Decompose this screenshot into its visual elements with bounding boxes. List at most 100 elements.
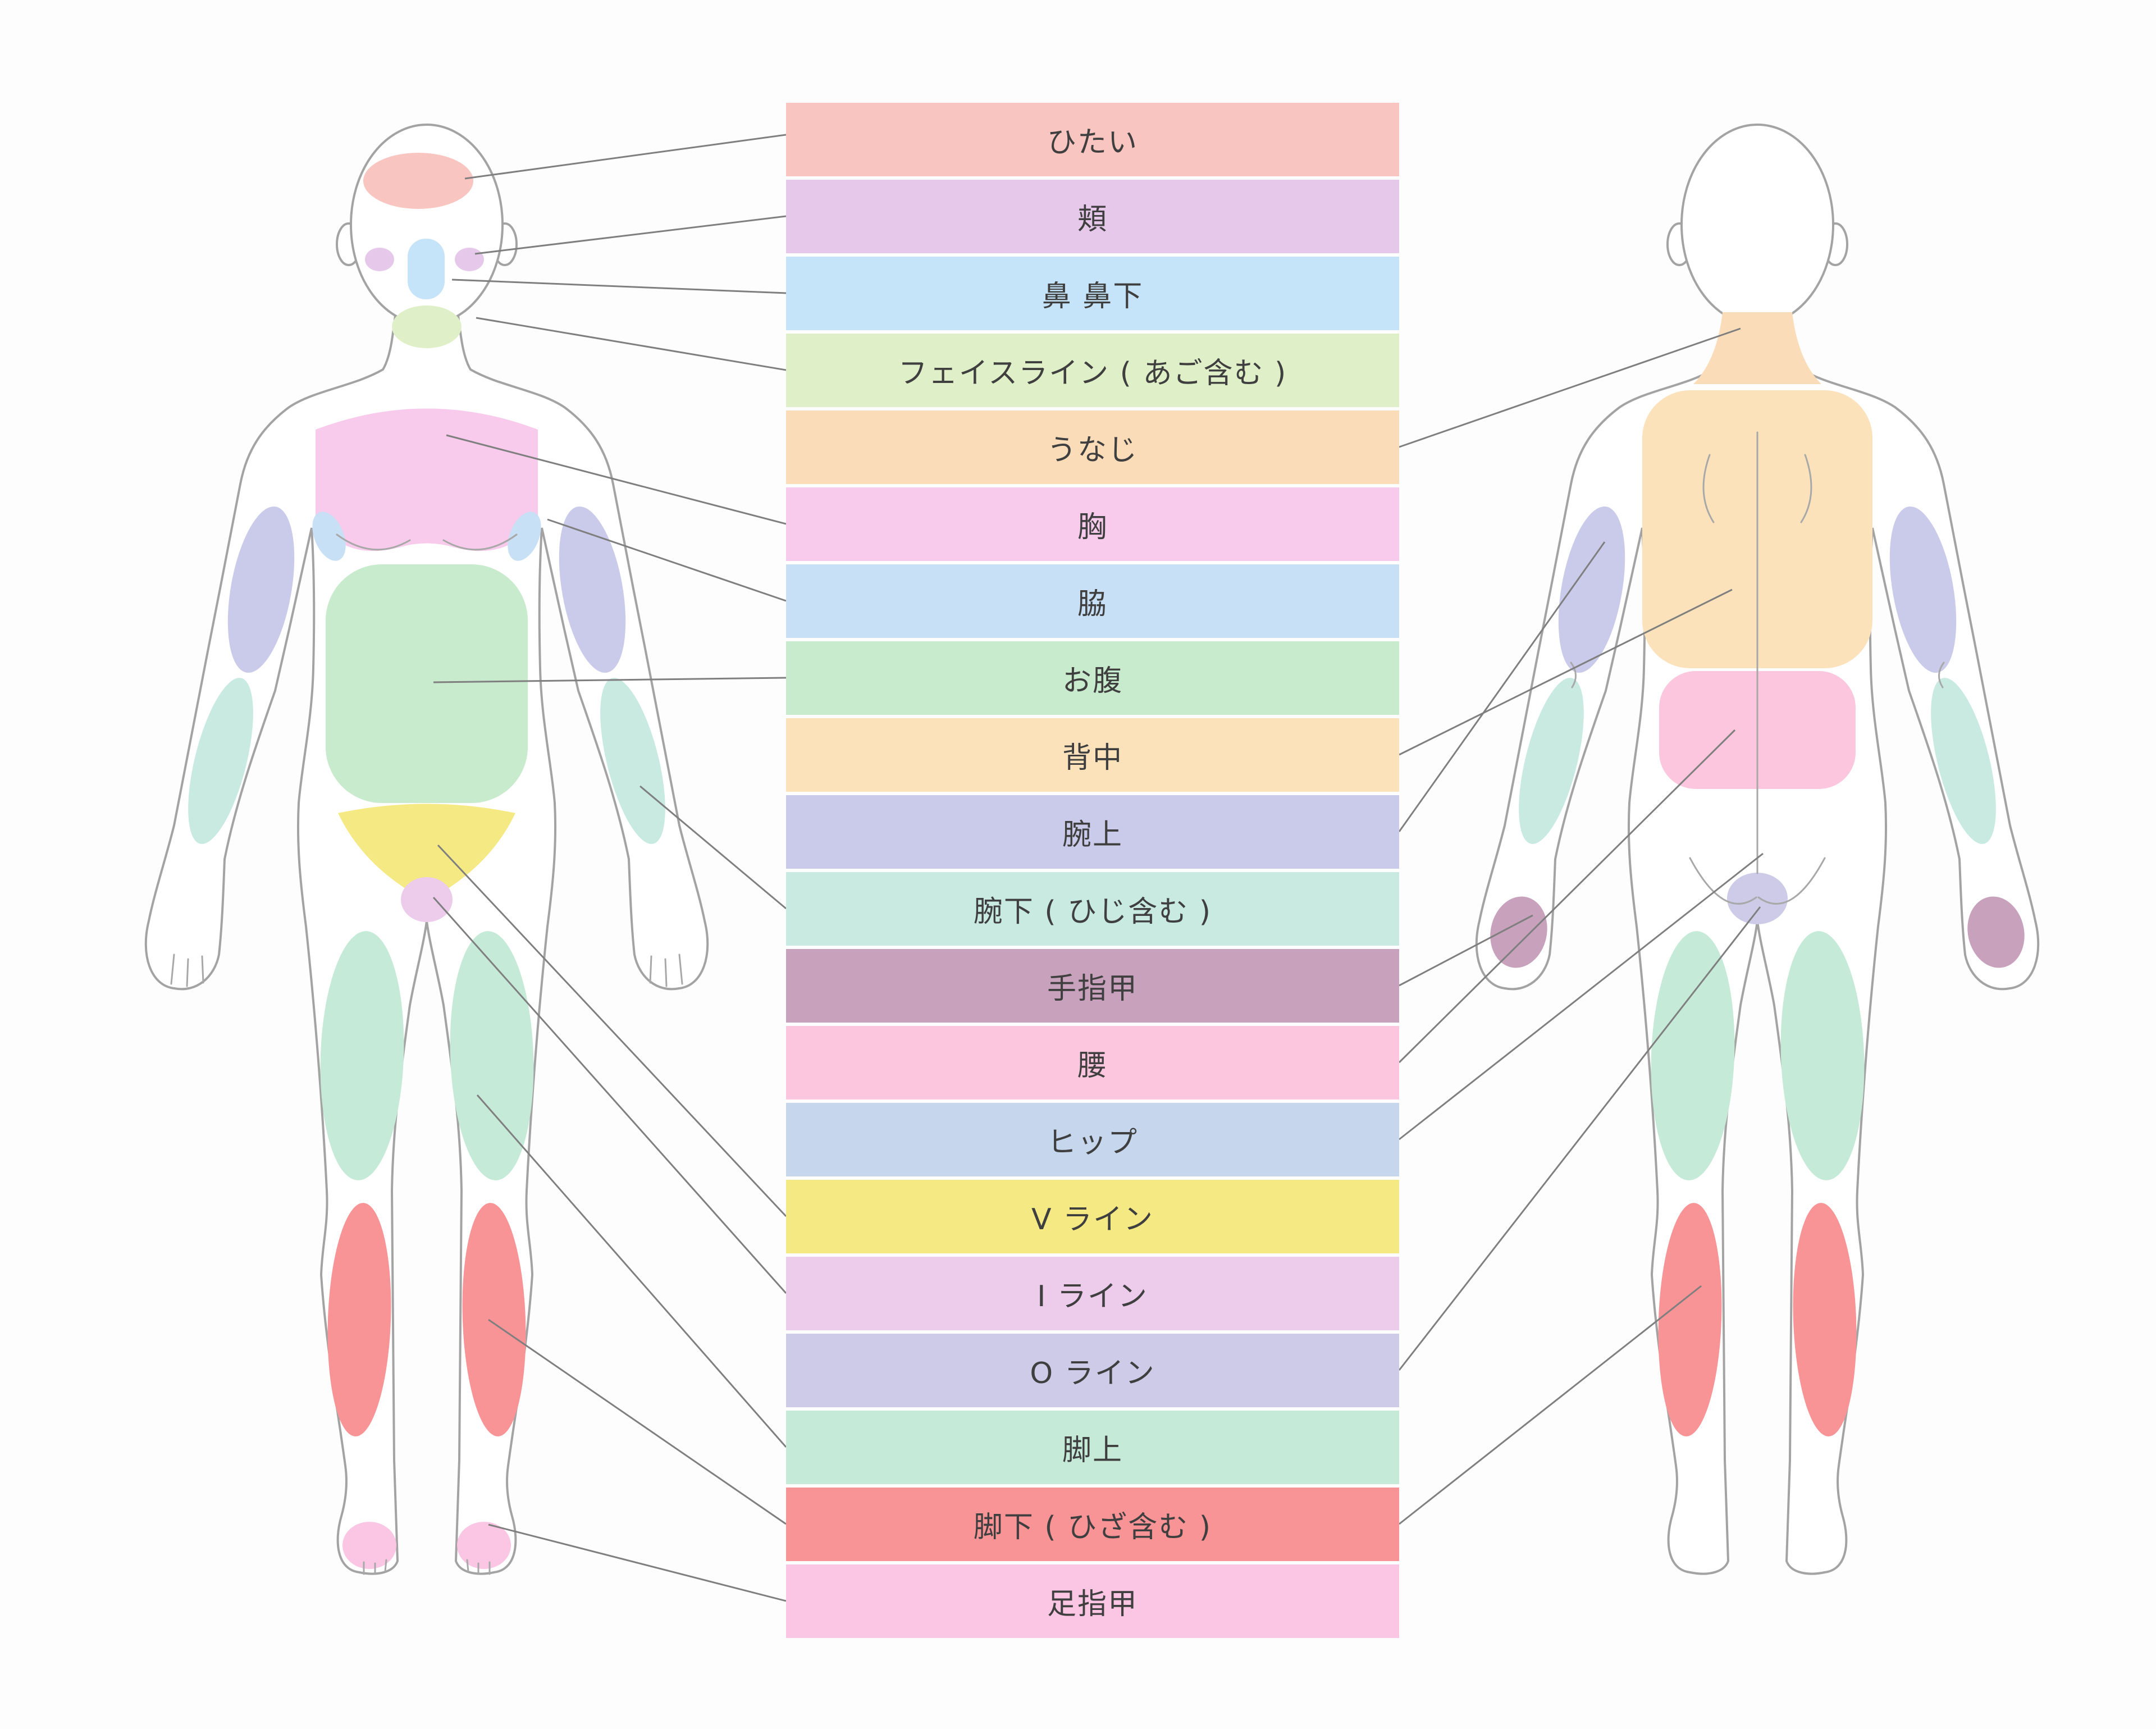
part-label-udeue: 腕上	[1062, 818, 1123, 852]
part-band-ashiyubi: 足指甲	[786, 1564, 1399, 1638]
connector-teyubi	[1399, 914, 1533, 987]
front-calf-right-region	[462, 1203, 526, 1436]
back-figure	[1475, 124, 2040, 1575]
part-label-udeshita: 腕下 ( ひじ含む )	[973, 895, 1212, 929]
label-column: ひたい頬鼻 鼻下フェイスライン ( あご含む ) うなじ胸脇お腹背中腕上腕下 ( …	[786, 103, 1399, 1641]
part-label-waki: 脇	[1077, 587, 1108, 621]
part-label-oline: O ライン	[1030, 1357, 1155, 1390]
back-hand-left-region	[1490, 896, 1547, 968]
part-label-unaji: うなじ	[1047, 434, 1138, 467]
back-calf-right-region	[1793, 1203, 1857, 1436]
back-hand-right-region	[1967, 896, 2025, 968]
front-cheek-left-region	[365, 248, 394, 271]
back-upper-arm-right-region	[1889, 506, 1957, 673]
part-label-hoho: 頬	[1077, 203, 1108, 236]
back-calf-left-region	[1658, 1203, 1722, 1436]
connector-hana	[451, 279, 787, 294]
part-band-hana: 鼻 鼻下	[786, 257, 1399, 330]
part-band-oline: O ライン	[786, 1334, 1399, 1407]
front-upper-arm-left-region	[227, 506, 295, 673]
part-label-koshi: 腰	[1077, 1049, 1108, 1083]
part-label-ashiue: 脚上	[1062, 1434, 1123, 1467]
front-toes-right-region	[457, 1522, 511, 1569]
part-band-vline: V ライン	[786, 1180, 1399, 1253]
front-toes-left-region	[342, 1522, 396, 1569]
part-label-senaka: 背中	[1062, 741, 1123, 775]
front-forearm-left-region	[188, 678, 253, 844]
part-label-iline: I ライン	[1037, 1280, 1148, 1313]
front-faceline-region	[392, 305, 462, 348]
back-upper-arm-left-region	[1558, 506, 1625, 673]
front-forehead-region	[363, 153, 473, 209]
connector-koshi	[1398, 729, 1736, 1064]
back-oline-region	[1727, 873, 1788, 924]
connector-hitai	[464, 134, 787, 180]
part-label-onaka: お腹	[1062, 664, 1123, 698]
part-band-mune: 胸	[786, 487, 1399, 561]
front-cheek-right-region	[455, 248, 484, 271]
connector-senaka	[1399, 589, 1733, 756]
part-label-faceline: フェイスライン ( あご含む )	[898, 357, 1287, 390]
connector-ashiyubi	[488, 1523, 787, 1602]
part-label-hip: ヒップ	[1047, 1126, 1138, 1160]
connector-mune	[446, 434, 787, 525]
part-label-teyubi: 手指甲	[1047, 972, 1138, 1006]
back-nape-region	[1693, 312, 1821, 384]
connector-vline	[437, 844, 787, 1217]
part-band-hitai: ひたい	[786, 103, 1399, 176]
part-band-ashiue: 脚上	[786, 1411, 1399, 1484]
part-label-ashishita: 脚下 ( ひざ含む )	[973, 1511, 1212, 1544]
front-vline-region	[338, 804, 515, 895]
front-chest-region	[316, 408, 538, 551]
front-detail-lines	[170, 533, 683, 1575]
front-calf-left-region	[327, 1203, 391, 1436]
back-forearm-right-region	[1931, 678, 1996, 844]
front-thigh-right-region	[450, 931, 534, 1180]
connector-unaji	[1399, 327, 1741, 448]
part-label-hana: 鼻 鼻下	[1042, 280, 1144, 313]
connector-ashiue	[476, 1094, 787, 1448]
connector-oline	[1398, 906, 1761, 1371]
front-forearm-right-region	[600, 678, 665, 844]
front-iline-region	[401, 877, 453, 922]
back-thigh-right-region	[1780, 931, 1865, 1180]
part-band-hip: ヒップ	[786, 1103, 1399, 1176]
part-label-mune: 胸	[1077, 510, 1108, 544]
part-band-onaka: お腹	[786, 641, 1399, 715]
connector-waki	[547, 518, 787, 602]
back-thigh-left-region	[1651, 931, 1735, 1180]
connector-lines	[432, 134, 1764, 1602]
front-figure	[144, 124, 709, 1575]
part-label-vline: V ライン	[1031, 1203, 1154, 1237]
connector-udeshita	[640, 785, 787, 910]
part-band-ashishita: 脚下 ( ひざ含む )	[786, 1488, 1399, 1561]
front-belly-region	[326, 564, 528, 803]
front-nose-region	[408, 239, 445, 299]
part-band-faceline: フェイスライン ( あご含む )	[786, 334, 1399, 407]
connector-faceline	[476, 317, 787, 371]
part-label-ashiyubi: 足指甲	[1047, 1587, 1138, 1621]
part-label-hitai: ひたい	[1047, 126, 1138, 159]
part-band-hoho: 頬	[786, 180, 1399, 253]
part-band-udeshita: 腕下 ( ひじ含む )	[786, 872, 1399, 946]
part-band-teyubi: 手指甲	[786, 949, 1399, 1023]
connector-hoho	[474, 215, 787, 255]
part-band-iline: I ライン	[786, 1257, 1399, 1330]
connector-hip	[1399, 852, 1764, 1140]
connector-ashishita-front	[488, 1319, 787, 1525]
connector-iline	[432, 897, 787, 1294]
part-band-unaji: うなじ	[786, 410, 1399, 484]
part-band-waki: 脇	[786, 564, 1399, 638]
back-forearm-left-region	[1519, 678, 1584, 844]
connector-udeue	[1398, 541, 1606, 832]
part-band-koshi: 腰	[786, 1026, 1399, 1100]
connector-ashishita-back	[1399, 1285, 1702, 1525]
part-band-udeue: 腕上	[786, 795, 1399, 869]
front-upper-arm-right-region	[559, 506, 626, 673]
front-armpit-left-region	[312, 512, 346, 561]
front-thigh-left-region	[320, 931, 404, 1180]
back-detail-lines	[1570, 431, 1945, 905]
connector-onaka	[433, 677, 787, 683]
